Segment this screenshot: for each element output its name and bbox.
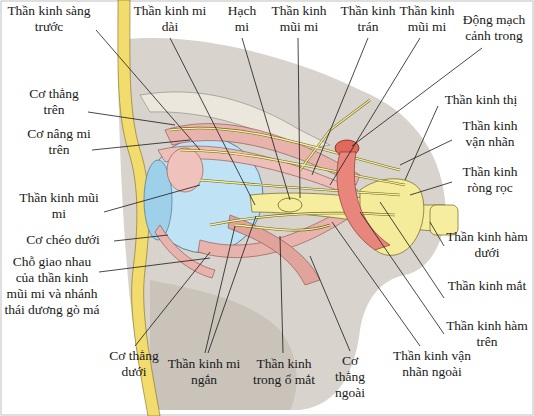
part-label: Thần kinh trán — [340, 3, 396, 35]
part-label: Hạch mi — [222, 3, 262, 35]
part-label: Cơ thẳng ngoài — [326, 353, 374, 401]
part-label: Thần kinh vận nhãn — [452, 118, 528, 150]
part-label: Thần kinh sàng trước — [2, 3, 96, 35]
part-label: Thần kinh ròng rọc — [452, 164, 528, 196]
part-label: Thần kinh mũi mi — [264, 3, 334, 35]
part-label: Thần kinh mi dài — [128, 3, 212, 35]
part-label: Cơ chéo dưới — [10, 232, 116, 248]
part-label: Thần kinh thị — [432, 92, 530, 108]
part-label: Thần kinh vận nhãn ngoài — [380, 348, 484, 380]
part-label: Cơ thẳng dưới — [108, 348, 160, 380]
part-label: Thần kinh mi ngắn — [166, 356, 242, 388]
part-label: Thần kinh mũi mi — [398, 3, 456, 35]
part-label: Chỗ giao nhau của thần kinh mũi mi và nh… — [4, 254, 100, 318]
part-label: Thần kinh hàm trên — [444, 318, 530, 350]
part-label: Cơ nâng mi trên — [26, 126, 92, 158]
part-label: Cơ thẳng trên — [18, 86, 90, 118]
part-label: Động mạch cảnh trong — [457, 12, 531, 44]
part-label: Thần kinh hàm dưới — [444, 229, 530, 261]
part-label: Thần kinh trong ổ mắt — [244, 356, 324, 388]
part-label: Thần kinh mũi mi — [12, 190, 106, 222]
part-label: Thần kinh mắt — [444, 278, 530, 294]
